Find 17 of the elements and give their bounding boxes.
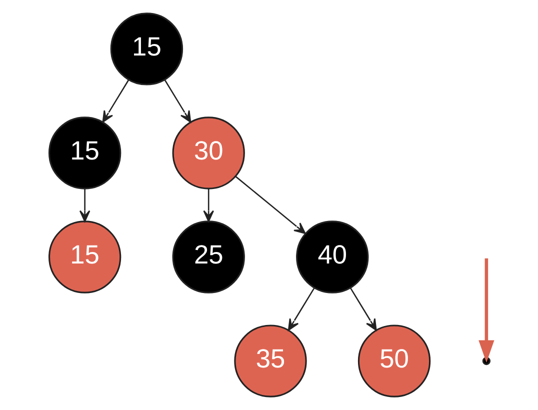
arrow — [202, 188, 214, 222]
node-circle — [482, 356, 490, 366]
node-circle: 15 — [110, 12, 183, 86]
arrow — [164, 80, 191, 123]
node-circle: 25 — [172, 220, 244, 294]
node-circle: 35 — [234, 324, 306, 398]
arrow — [287, 288, 314, 331]
arrow — [78, 188, 90, 222]
node-circle: 30 — [172, 116, 244, 190]
node-circle: 40 — [296, 220, 368, 294]
node-circle: 15 — [48, 220, 121, 294]
arrow — [350, 288, 376, 331]
arrow — [478, 258, 494, 363]
arrow — [234, 176, 306, 234]
node-circle: 50 — [357, 324, 430, 398]
node-circle: 15 — [48, 116, 121, 190]
arrow — [102, 80, 129, 123]
